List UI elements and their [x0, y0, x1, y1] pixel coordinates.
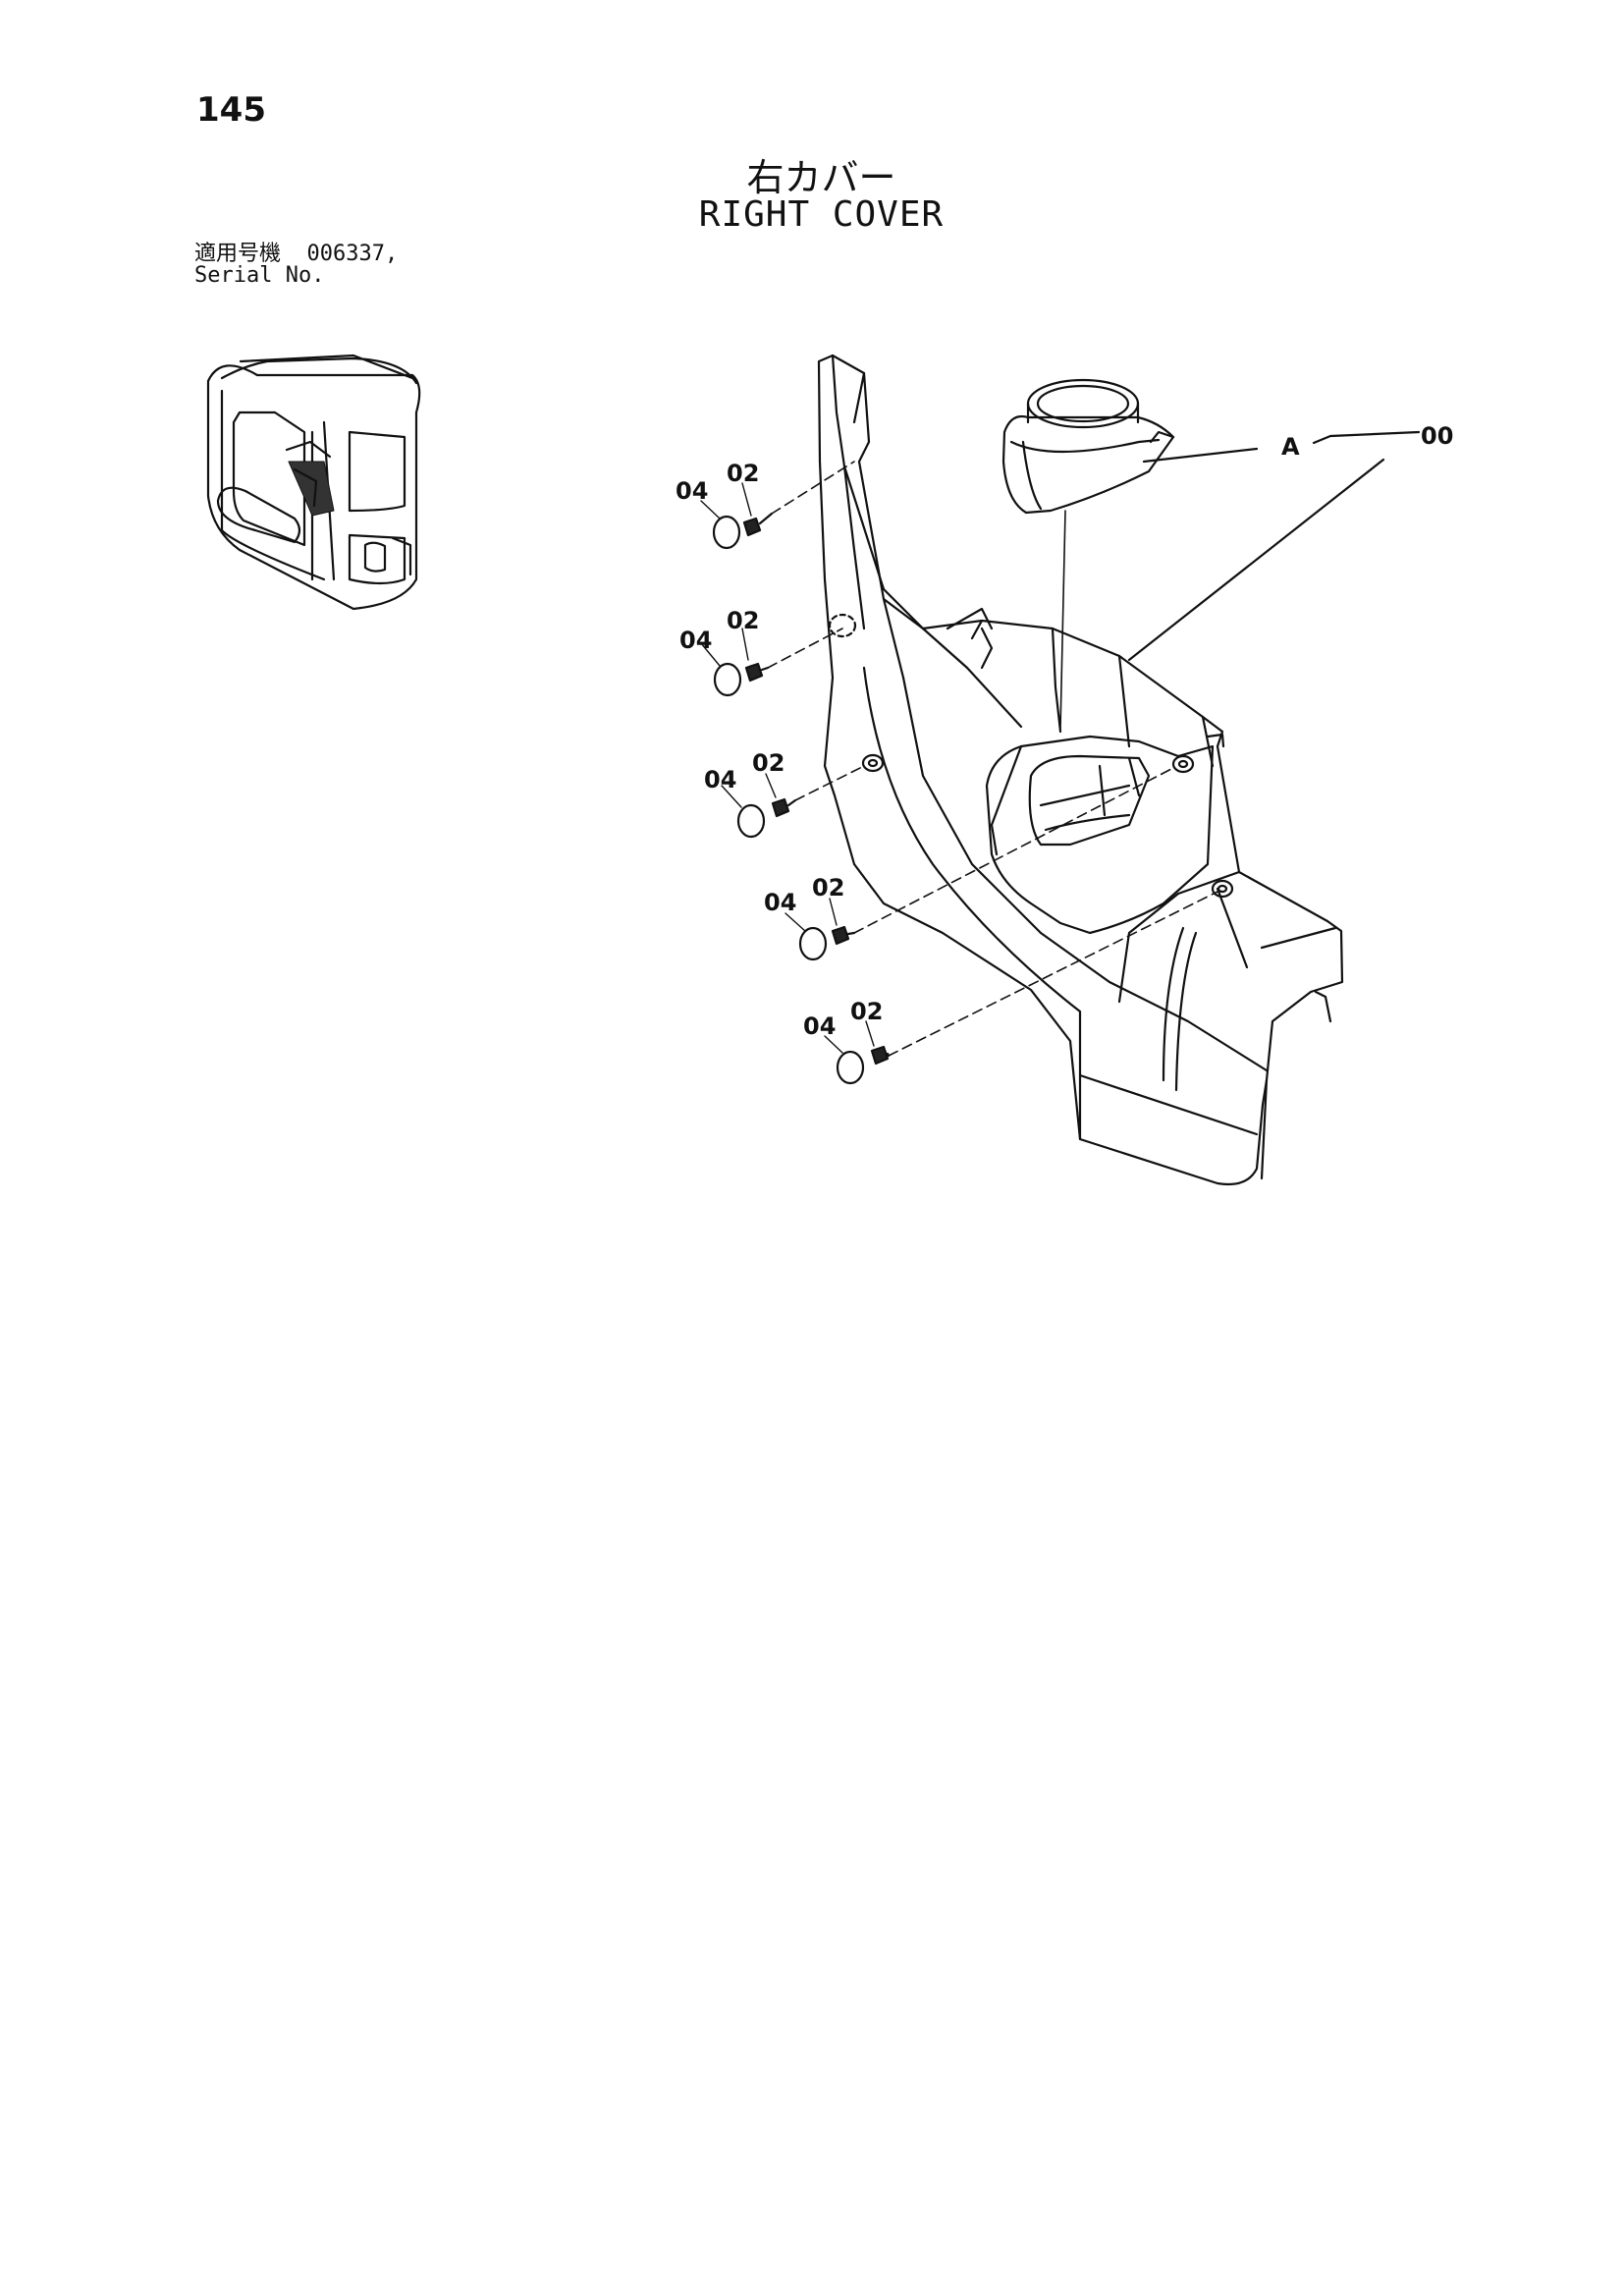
- bolt-cap-set-1: [712, 512, 774, 550]
- serial-label-jp: 適用号機: [194, 242, 282, 266]
- bolt-cap-set-3: [736, 797, 797, 839]
- callout-00: 00: [1421, 422, 1453, 450]
- right-cover-body: [817, 354, 1344, 1186]
- callout-02-1: 02: [727, 460, 759, 487]
- callout-04-3: 04: [704, 766, 736, 793]
- callout-04-1: 04: [676, 477, 708, 505]
- leader-a-to-part: [1142, 447, 1259, 464]
- serial-value: 006337,: [306, 242, 399, 266]
- page-number: 145: [196, 90, 266, 130]
- callout-04-2: 04: [679, 627, 712, 654]
- callout-a: A: [1281, 433, 1300, 461]
- callout-leaders: [700, 482, 875, 1054]
- callout-04-4: 04: [764, 889, 796, 916]
- center-line-knob: [1059, 510, 1066, 730]
- callout-04-5: 04: [803, 1012, 836, 1040]
- leader-a-to-00: [1312, 430, 1421, 445]
- cab-overview-illustration: [206, 354, 421, 611]
- knob-cup-part: [1001, 378, 1175, 515]
- callout-02-3: 02: [752, 749, 784, 777]
- serial-info: 適用号機 006337, Serial No.: [194, 244, 398, 287]
- bolt-cap-set-5: [836, 1045, 891, 1085]
- serial-label-en: Serial No.: [194, 263, 325, 288]
- leader-00-to-console: [1127, 458, 1385, 662]
- callout-02-4: 02: [812, 874, 844, 902]
- bolt-cap-set-4: [798, 925, 856, 961]
- bolt-cap-set-2: [713, 662, 770, 697]
- assembly-lines: [767, 461, 1218, 1057]
- callout-labels: 00 A 04 02 04 02 04 02 04 02 04 02: [676, 422, 1453, 1040]
- callout-02-2: 02: [727, 607, 759, 634]
- callout-02-5: 02: [850, 998, 883, 1025]
- title-japanese: 右カバー: [746, 156, 896, 199]
- title-english: RIGHT COVER: [698, 194, 945, 235]
